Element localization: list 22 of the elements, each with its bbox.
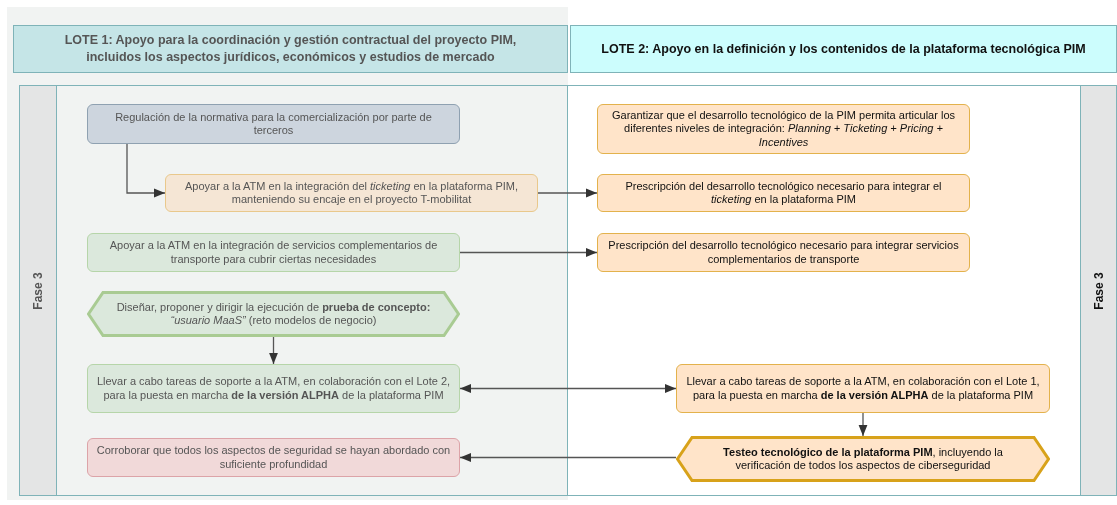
arrow [459,453,677,462]
arrow [126,143,166,198]
process-box: Prescripción del desarrollo tecnológico necesario para integrar el ticketing en la plataforma PIM [597,174,970,212]
lane-header: LOTE 2: Apoyo en la definición y los contenidos de la plataforma tecnológica PIM [570,25,1117,73]
arrow [858,412,868,437]
process-box: Prescripción del desarrollo tecnológico necesario para integrar servicios complementarios de transporte [597,233,970,272]
process-box: Garantizar que el desarrollo tecnológico de la PIM permita articular los diferentes niveles de integración: Planning + Ticketing + Pricing + Incentives [597,104,970,154]
arrow [537,188,598,198]
process-box: Apoyar a la ATM en la integración del ticketing en la plataforma PIM, manteniendo su encaje en el proyecto T-mobilitat [165,174,538,212]
arrow [459,248,598,257]
hexagon-box: Diseñar, proponer y dirigir la ejecución de prueba de concepto: “usuario MaaS” (reto modelos de negocio) [87,291,460,337]
arrow [269,336,278,365]
process-box: Llevar a cabo tareas de soporte a la ATM, en colaboración con el Lote 1, para la puesta en marcha de la versión ALPHA de la plataforma PIM [676,364,1050,413]
process-box: Apoyar a la ATM en la integración de servicios complementarios de transporte para cubrir ciertas necesidades [87,233,460,272]
arrow [459,384,677,393]
process-box: Corroborar que todos los aspectos de seguridad se hayan abordado con suficiente profundidad [87,438,460,477]
process-box: Regulación de la normativa para la comercialización por parte de terceros [87,104,460,144]
phase-band: Fase 3 [19,86,57,495]
process-box: Llevar a cabo tareas de soporte a la ATM, en colaboración con el Lote 2, para la puesta en marcha de la versión ALPHA de la plataforma PIM [87,364,460,413]
lane-header: LOTE 1: Apoyo para la coordinación y gestión contractual del proyecto PIM, incluidos los aspectos jurídicos, económicos y estudios de mercado [13,25,568,73]
hexagon-box: Testeo tecnológico de la plataforma PIM, incluyendo la verificación de todos los aspectos de ciberseguridad [676,436,1050,482]
phase-band: Fase 3 [1080,86,1117,495]
